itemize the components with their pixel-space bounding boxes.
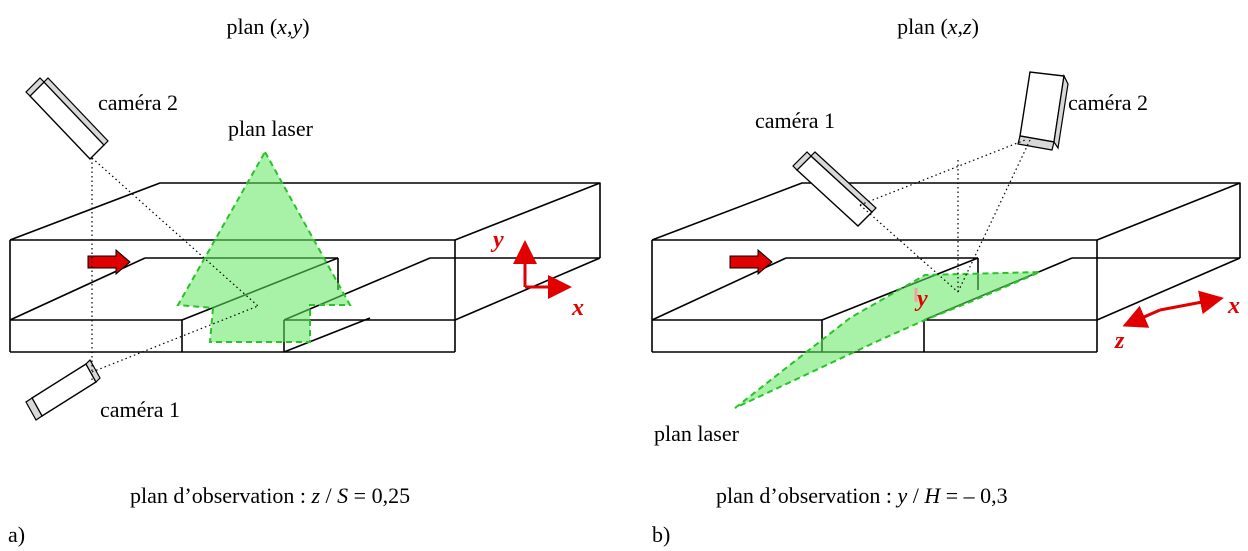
panel-b-letter: b) (652, 522, 670, 547)
axis-y-small-b: y (914, 286, 928, 312)
camera-2-b (1017, 71, 1069, 151)
panel-a-title: plan (x,y) (226, 14, 309, 39)
panel-b-title: plan (x,z) (897, 14, 979, 39)
camera-2-label-b: caméra 2 (1068, 90, 1148, 115)
axis-z-b: z (1114, 328, 1125, 354)
laser-sheet-a (176, 149, 352, 343)
camera-1-label-a: caméra 1 (100, 397, 180, 422)
axes-a: y x (490, 227, 584, 321)
camera-1-a (25, 359, 101, 421)
camera-1-b (792, 151, 877, 227)
panel-a: plan (x,y) (8, 14, 601, 547)
flow-arrow-a (87, 248, 131, 276)
camera-2-a (25, 77, 109, 161)
laser-label-b: plan laser (654, 421, 740, 446)
observation-b: plan d’observation : y / H = – 0,3 (716, 483, 1008, 508)
axes-b: z x (1114, 290, 1240, 354)
panel-b: plan (x,z) (651, 14, 1241, 547)
axis-y-b: y (914, 286, 928, 312)
flow-arrow-b (729, 248, 773, 276)
axis-y-a: y (490, 227, 504, 253)
observation-a: plan d’observation : z / S = 0,25 (130, 483, 410, 508)
laser-label-a: plan laser (228, 116, 314, 141)
laser-sheet-b (734, 271, 1041, 409)
panel-a-letter: a) (8, 522, 25, 547)
axis-x-a: x (571, 295, 584, 321)
camera-2-label-a: caméra 2 (98, 90, 178, 115)
axis-x-b: x (1227, 293, 1240, 319)
camera-1-label-b: caméra 1 (755, 108, 835, 133)
